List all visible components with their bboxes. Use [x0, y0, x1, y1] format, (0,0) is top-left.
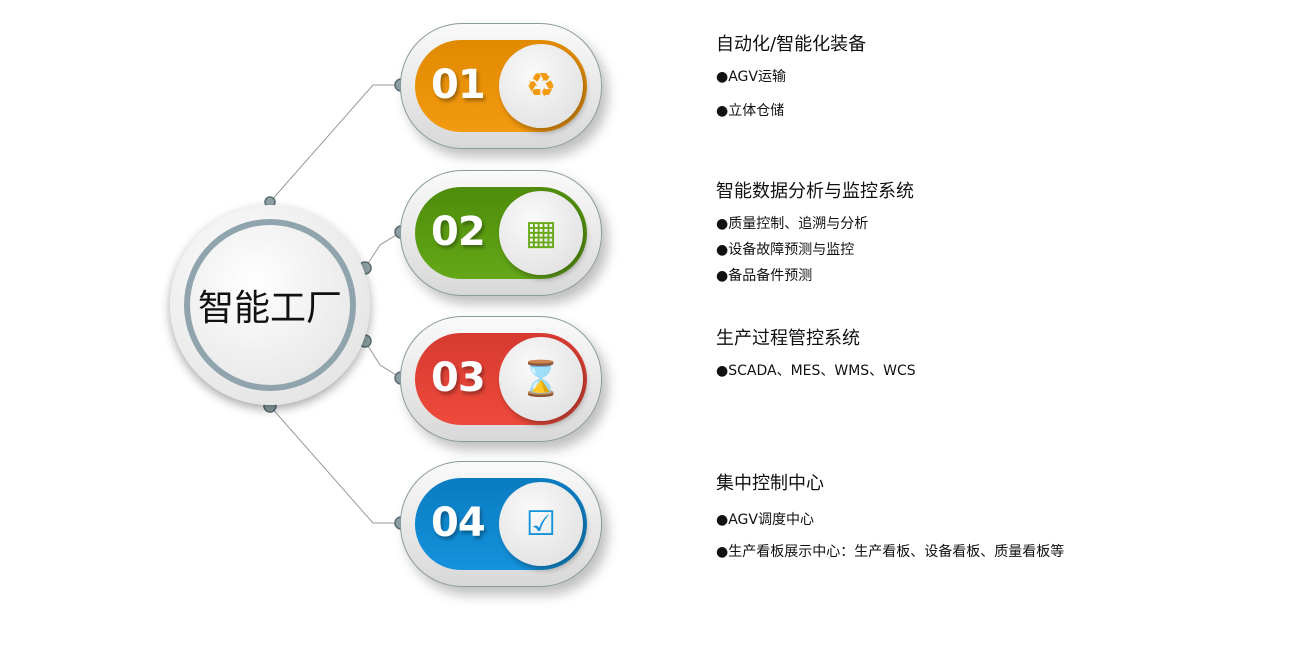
section-title: 集中控制中心: [716, 473, 824, 494]
step-04-badge: 04 ☑: [400, 461, 602, 587]
step-03-badge: 03 ⌛: [400, 316, 602, 442]
bullet-item: ●SCADA、MES、WMS、WCS: [716, 363, 916, 379]
bullet-item: ●AGV调度中心: [716, 512, 814, 528]
recycle-icon: ♻: [525, 66, 557, 106]
step-number: 03: [431, 355, 486, 401]
bullet-item: ●生产看板展示中心：生产看板、设备看板、质量看板等: [716, 544, 1065, 560]
section-title: 智能数据分析与监控系统: [716, 181, 914, 202]
section-process-control: 生产过程管控系统 ●SCADA、MES、WMS、WCS: [716, 324, 916, 380]
bullet-item: ●AGV运输: [716, 69, 786, 85]
step-number: 01: [431, 62, 486, 108]
bullet-item: ●设备故障预测与监控: [716, 242, 855, 258]
bullet-item: ●质量控制、追溯与分析: [716, 216, 869, 232]
section-automation: 自动化/智能化装备 ●AGV运输 ●立体仓储: [716, 30, 866, 120]
step-02-badge: 02 ▦: [400, 170, 602, 296]
terminal-card-icon: ▦: [524, 213, 558, 253]
section-title: 自动化/智能化装备: [716, 34, 867, 55]
center-hub: 智能工厂: [170, 205, 370, 405]
center-label: 智能工厂: [184, 219, 356, 391]
step-number: 02: [431, 209, 486, 255]
section-control-center: 集中控制中心 ●AGV调度中心 ●生产看板展示中心：生产看板、设备看板、质量看板…: [716, 469, 1064, 561]
step-01-badge: 01 ♻: [400, 23, 602, 149]
hourglass-icon: ⌛: [519, 359, 563, 399]
bullet-item: ●备品备件预测: [716, 268, 813, 284]
clipboard-check-icon: ☑: [525, 504, 557, 544]
section-data-analysis: 智能数据分析与监控系统 ●质量控制、追溯与分析 ●设备故障预测与监控 ●备品备件…: [716, 177, 914, 285]
bullet-item: ●立体仓储: [716, 103, 785, 119]
section-title: 生产过程管控系统: [716, 328, 860, 349]
step-number: 04: [431, 500, 486, 546]
